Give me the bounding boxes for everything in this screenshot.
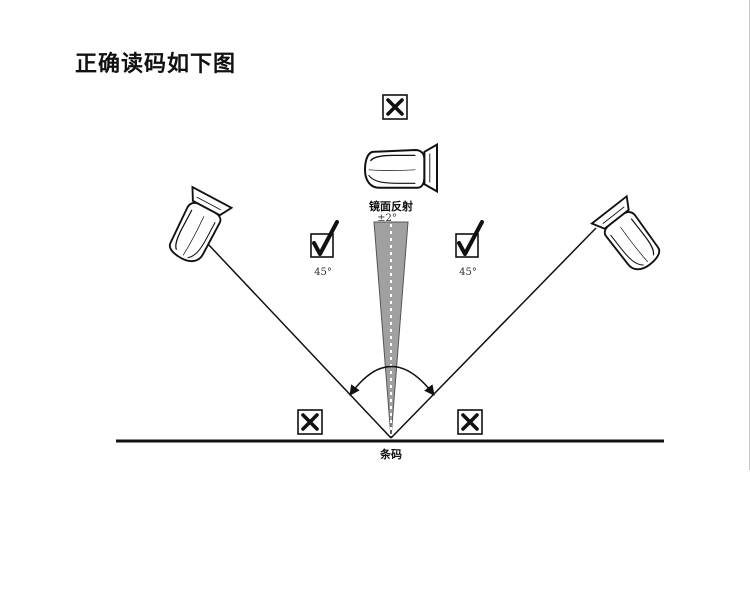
right-correct-check-icon [454, 220, 484, 259]
right-angle-label: 45° [459, 267, 477, 278]
bottom-right-incorrect-cross-icon [456, 408, 484, 436]
left-correct-check-icon [309, 220, 339, 259]
left-scan-beam [206, 242, 392, 439]
bottom-left-incorrect-cross-icon [296, 408, 324, 436]
tolerance-label: ±2° [377, 213, 397, 224]
right-scan-beam [390, 227, 597, 439]
scanner-top [364, 143, 438, 193]
scanner-right [590, 195, 670, 279]
top-incorrect-cross-icon [381, 93, 409, 121]
angle-arc [349, 365, 435, 396]
mirror-reflection-label: 镜面反射 [369, 199, 413, 213]
left-angle-label: 45° [314, 267, 332, 278]
page-title: 正确读码如下图 [75, 52, 237, 77]
barcode-label: 条码 [379, 447, 402, 461]
scanner-left [159, 186, 233, 269]
